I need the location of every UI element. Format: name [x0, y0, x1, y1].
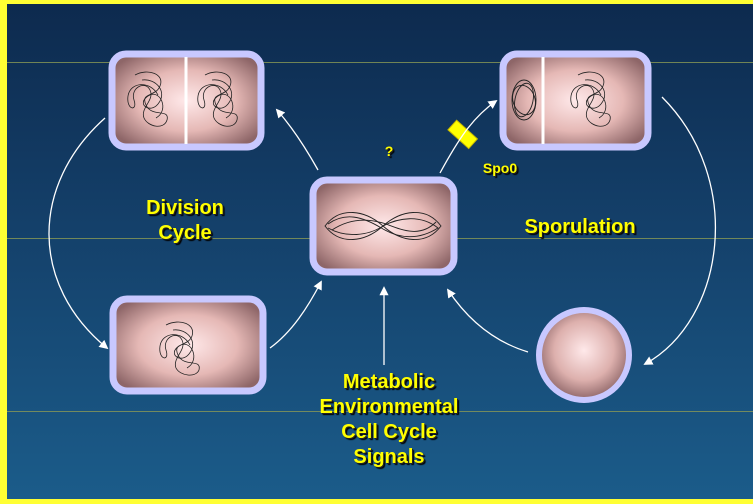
division-cycle-label: Division Cycle	[115, 196, 255, 246]
question-mark: ?	[380, 143, 398, 159]
division-label-line1: Division	[115, 196, 255, 221]
arrow-spore-to-central	[448, 290, 528, 352]
signals-line1: Metabolic	[304, 370, 474, 395]
signals-line2: Environmental	[304, 395, 474, 420]
arrow-central-to-division	[277, 110, 318, 170]
spo0-label: Spo0	[470, 160, 530, 176]
arrow-division-to-newborn	[49, 118, 107, 348]
dividing-cell	[112, 54, 261, 147]
division-label-line2: Cycle	[115, 221, 255, 246]
sporulating-cell	[503, 54, 648, 147]
signals-line4: Signals	[304, 445, 474, 470]
central-cell	[313, 180, 454, 272]
signals-line3: Cell Cycle	[304, 420, 474, 445]
sporulation-label: Sporulation	[500, 215, 660, 240]
newborn-cell	[113, 299, 263, 391]
signals-label: Metabolic Environmental Cell Cycle Signa…	[304, 370, 474, 470]
arrow-newborn-to-central	[270, 282, 321, 348]
spore	[539, 310, 629, 400]
